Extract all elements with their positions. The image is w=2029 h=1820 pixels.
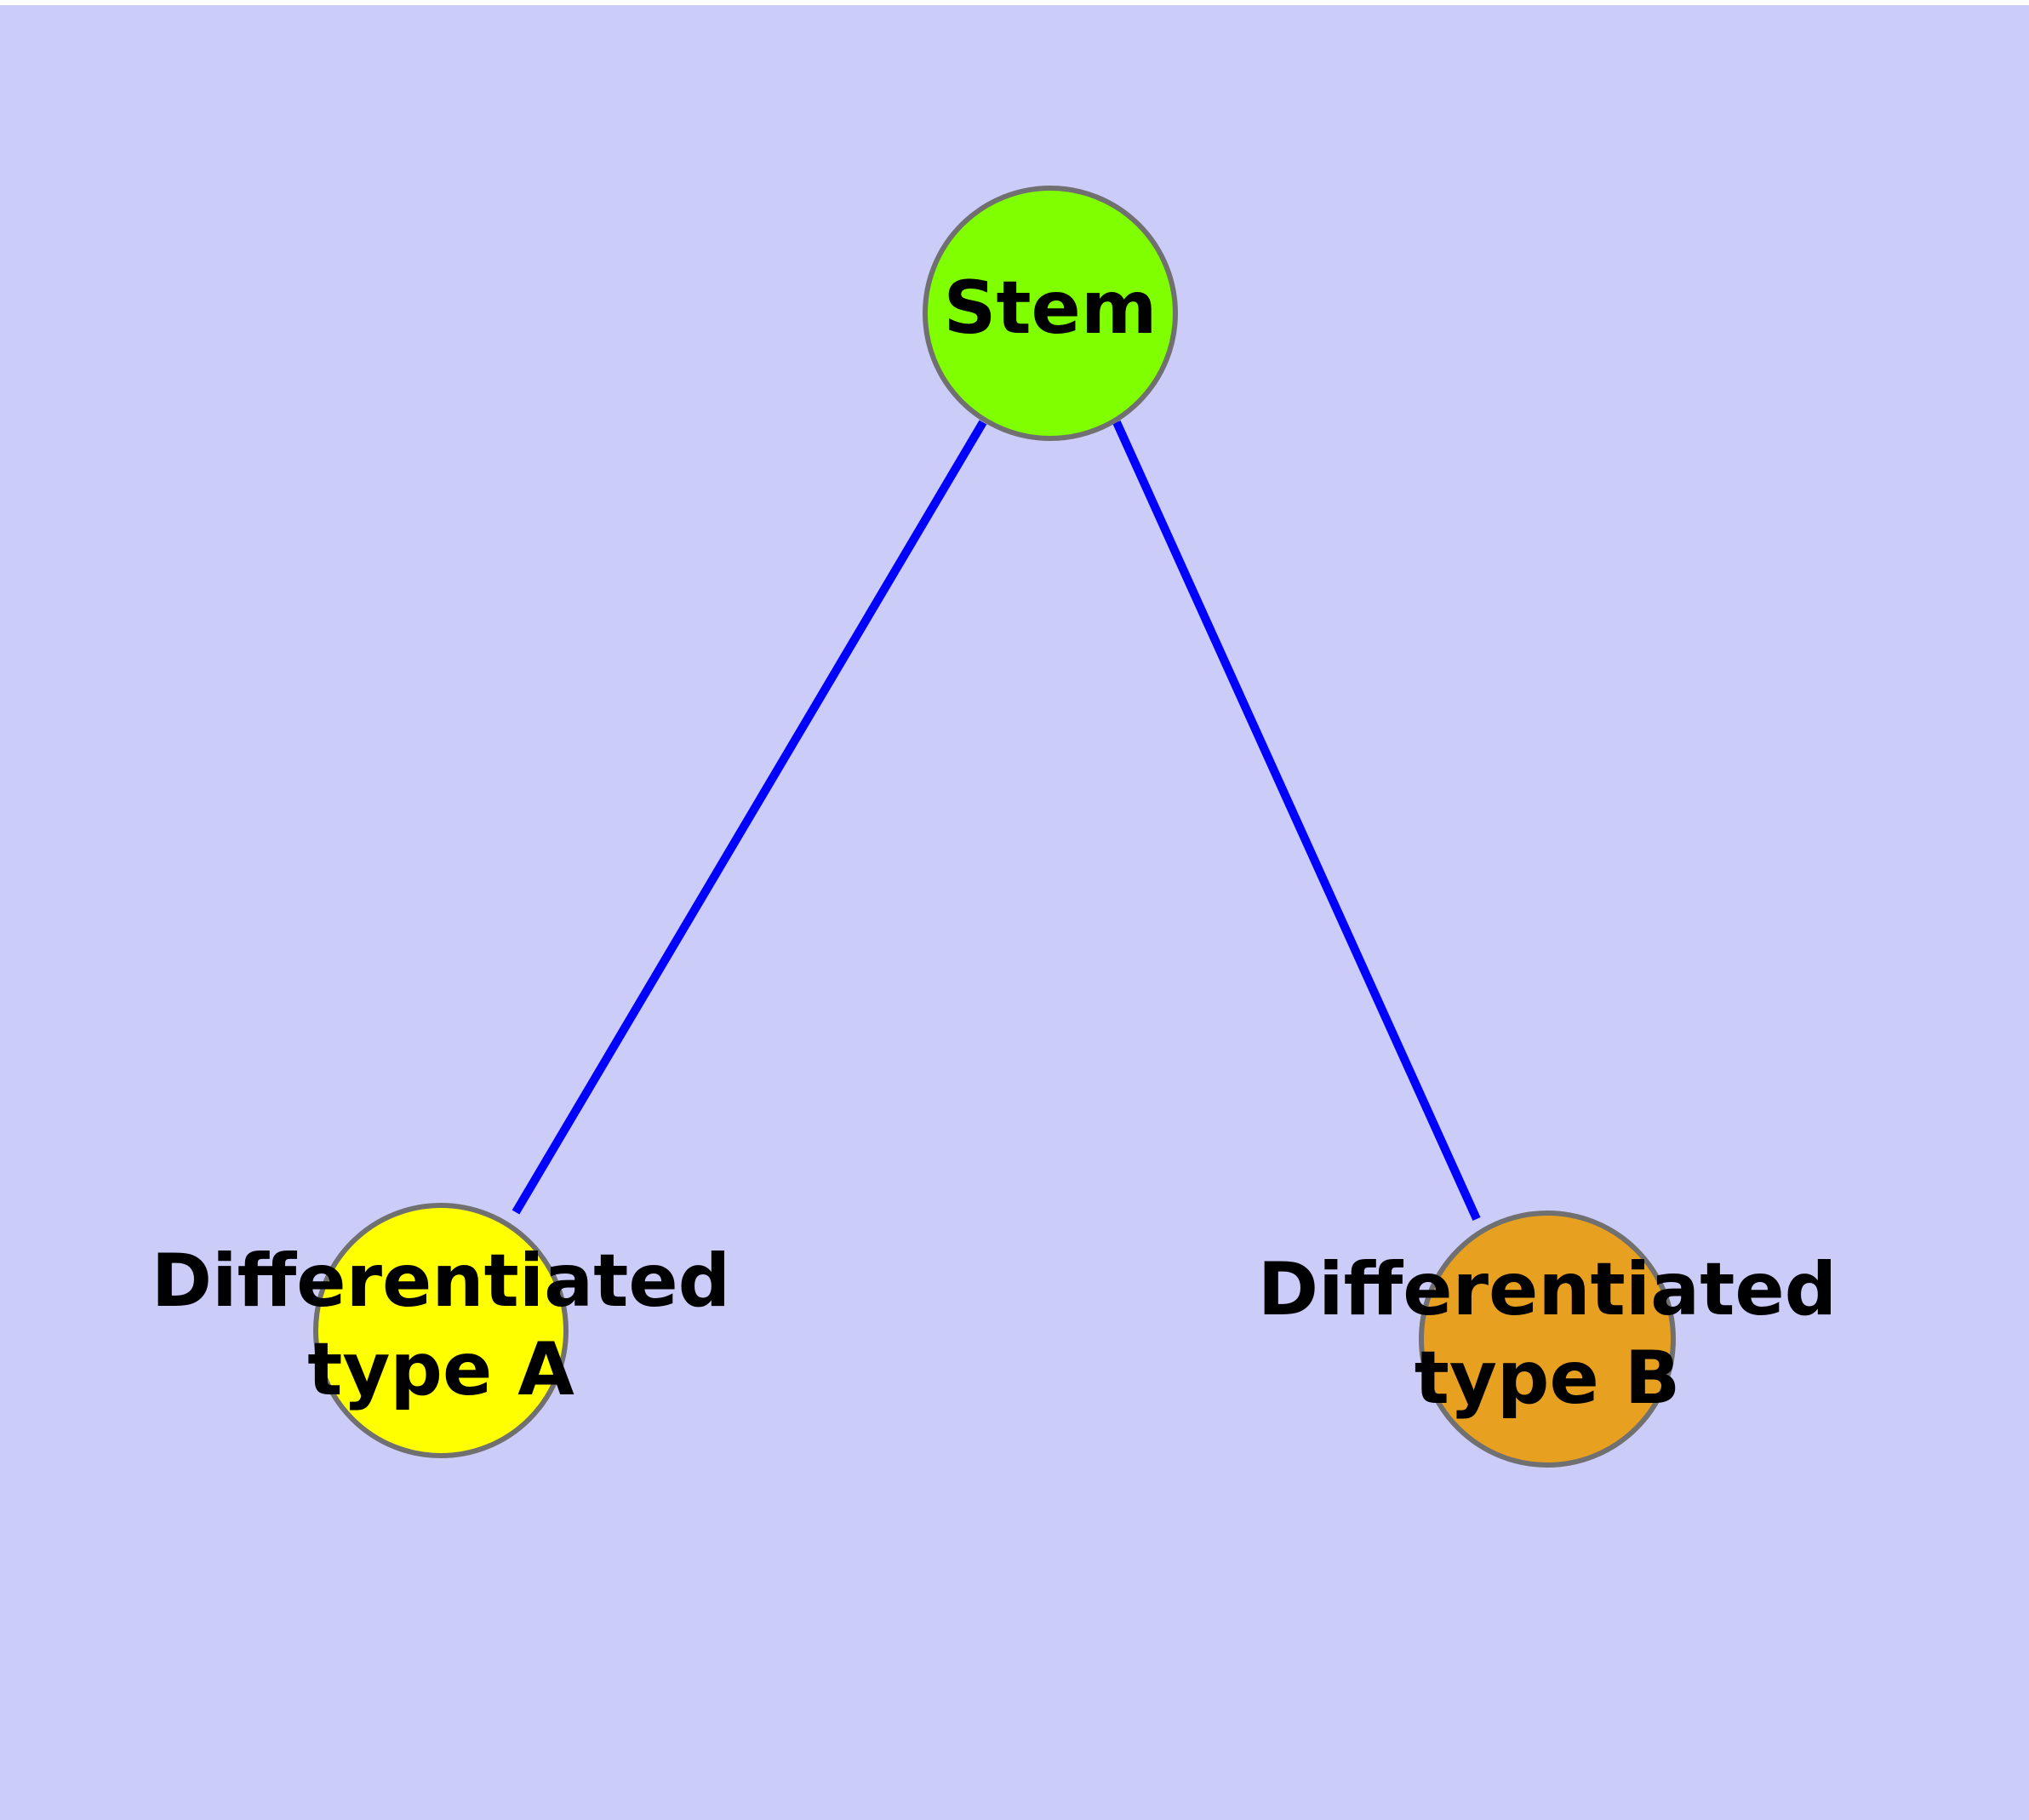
- graph-node-stem[interactable]: [923, 186, 1178, 441]
- graph-node-label-stem: Stem: [944, 266, 1157, 351]
- graph-edge-stem-diff_b: [1112, 420, 1481, 1222]
- edges-layer: [512, 420, 1481, 1222]
- graph-edge-stem-diff_a: [512, 420, 987, 1215]
- graph-node-diff_a[interactable]: [313, 1203, 569, 1458]
- nodes-layer: [313, 186, 1676, 1468]
- graph-node-diff_b[interactable]: [1419, 1210, 1676, 1468]
